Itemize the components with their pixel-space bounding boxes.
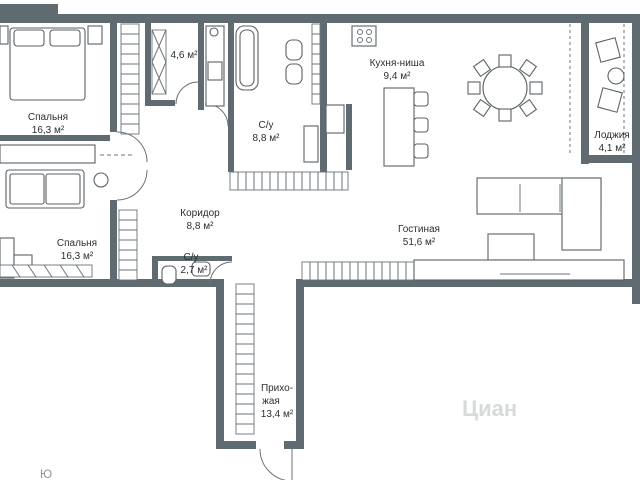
compass-mark: Ю bbox=[40, 467, 52, 480]
kitchen-name: Кухня-ниша bbox=[370, 58, 425, 69]
kitchen-area: 9,4 м² bbox=[384, 71, 412, 82]
bedroom-bottom-furniture bbox=[0, 169, 93, 279]
closet-area: 4,6 м² bbox=[171, 50, 199, 61]
hall-name-line1: Прихо- bbox=[261, 383, 293, 394]
bathroom-small-fixtures bbox=[161, 261, 233, 285]
bathroom-main-name: С/у bbox=[259, 120, 274, 131]
hall-area: 13,4 м² bbox=[261, 409, 294, 420]
corridor-details bbox=[116, 131, 148, 281]
walls bbox=[0, 4, 640, 449]
bedroom-bottom-area: 16,3 м² bbox=[61, 251, 94, 262]
watermark: Циан bbox=[462, 396, 517, 421]
hall-details bbox=[235, 283, 293, 480]
corridor-area: 8,8 м² bbox=[187, 221, 215, 232]
bedroom-bottom-name: Спальня bbox=[57, 238, 97, 249]
loggia-area: 4,1 м² bbox=[599, 143, 627, 154]
kitchen-furniture bbox=[351, 25, 429, 167]
bathroom-small-name: С/у bbox=[184, 252, 199, 263]
bathroom-small-area: 2,7 м² bbox=[181, 265, 209, 276]
bottom-bedroom-shelf-lines bbox=[11, 264, 85, 278]
living-area: 51,6 м² bbox=[403, 237, 436, 248]
bedroom-top-name: Спальня bbox=[28, 112, 68, 123]
bathroom-main-area: 8,8 м² bbox=[253, 133, 281, 144]
bedroom-top-area: 16,3 м² bbox=[32, 125, 65, 136]
dining-table bbox=[467, 54, 543, 122]
corridor-name: Коридор bbox=[180, 208, 220, 219]
loggia-furniture bbox=[569, 24, 625, 154]
hall-name-line2: жая bbox=[262, 396, 280, 407]
loggia-name: Лоджия bbox=[594, 130, 629, 141]
bathroom-main-fixtures bbox=[205, 23, 349, 191]
closet-shelves bbox=[120, 23, 229, 135]
bedroom-top-furniture bbox=[0, 25, 135, 188]
living-name: Гостиная bbox=[398, 224, 440, 235]
living-furniture bbox=[301, 177, 625, 281]
